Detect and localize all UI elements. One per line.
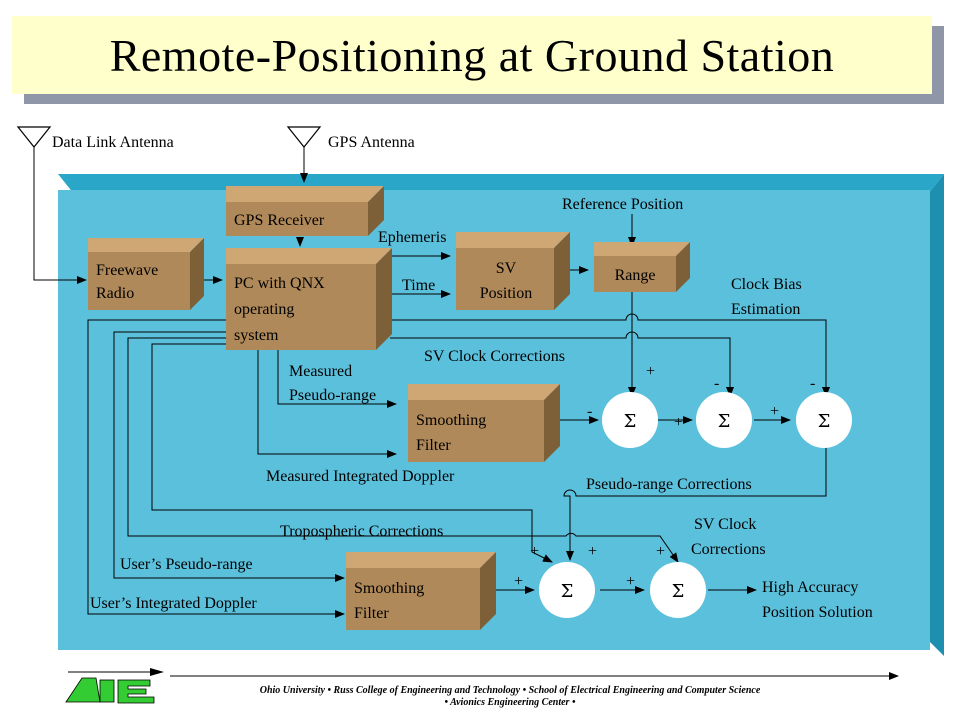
users-pr-line [113, 331, 345, 582]
time-label: Time [402, 277, 435, 294]
plus-sign: + [530, 543, 539, 560]
summing-junction-1: Σ [602, 392, 658, 448]
pr-corrections-line [563, 444, 827, 561]
freewave-label-2: Radio [96, 285, 134, 302]
connectors [33, 147, 830, 618]
clock-bias-label-2: Estimation [731, 301, 800, 318]
measured-doppler-line [257, 350, 397, 458]
panel-right-bevel [928, 174, 944, 656]
clock-bias-line [390, 313, 830, 397]
sv-clock2-label-1: SV Clock [694, 516, 756, 533]
footer: Ohio University • Russ College of Engine… [170, 685, 850, 709]
plus-sign: + [588, 543, 597, 560]
sv-clock-corrections-label: SV Clock Corrections [424, 348, 565, 365]
minus-sign: - [810, 375, 815, 392]
sv-position-label-1: SV [496, 260, 517, 277]
smoothing-2-label-2: Filter [354, 605, 389, 622]
plus-sign: + [674, 414, 683, 431]
sv-clock2-line [127, 337, 679, 563]
smoothing-1-label-2: Filter [416, 437, 451, 454]
pc-label-1: PC with QNX [234, 275, 325, 292]
footer-line-1: Ohio University • Russ College of Engine… [259, 685, 761, 696]
freewave-radio-block: Freewave Radio [88, 238, 204, 310]
pc-qnx-block: PC with QNX operating system [226, 248, 392, 350]
range-block: Range [594, 242, 690, 292]
plus-sign: + [626, 573, 635, 590]
users-doppler-label: User’s Integrated Doppler [90, 595, 257, 612]
sv-clock-line [390, 331, 734, 397]
reference-position-label: Reference Position [562, 196, 683, 213]
high-accuracy-label-1: High Accuracy [762, 579, 858, 596]
sv-position-label-2: Position [480, 285, 532, 302]
plus-sign: + [514, 573, 523, 590]
plus-sign: + [770, 403, 779, 420]
high-accuracy-label-2: Position Solution [762, 604, 873, 621]
title-banner: Remote-Positioning at Ground Station [12, 16, 932, 94]
summing-junction-3: Σ [796, 392, 852, 448]
plus-sign: + [656, 543, 665, 560]
measured-pr-line [277, 350, 397, 408]
gps-antenna-label: GPS Antenna [328, 134, 415, 151]
tropospheric-label: Tropospheric Corrections [280, 523, 443, 540]
summing-junction-2: Σ [696, 392, 752, 448]
minus-sign: - [587, 403, 592, 420]
plus-sign: + [646, 363, 655, 380]
sv-clock2-label-2: Corrections [691, 541, 766, 558]
sigma-4-icon: Σ [561, 581, 574, 602]
footer-line-2: • Avionics Engineering Center • [444, 697, 576, 708]
measured-pr-label-1: Measured [289, 363, 352, 380]
freewave-label-1: Freewave [96, 262, 158, 279]
smoothing-1-label-1: Smoothing [416, 412, 486, 429]
data-link-antenna-label: Data Link Antenna [52, 134, 174, 151]
avionics-logo-icon [64, 668, 166, 708]
gps-receiver-block: GPS Receiver [226, 186, 384, 236]
ephemeris-label: Ephemeris [378, 229, 446, 246]
sigma-2-icon: Σ [718, 411, 731, 432]
smoothing-filter-1-block: Smoothing Filter [408, 384, 560, 462]
smoothing-2-label-1: Smoothing [354, 580, 424, 597]
gps-antenna-icon [286, 126, 322, 148]
tropospheric-line [151, 343, 553, 563]
users-pr-label: User’s Pseudo-range [120, 556, 253, 573]
minus-sign: - [714, 375, 719, 392]
data-link-antenna-icon [16, 126, 52, 148]
antenna-to-radio-line [33, 147, 87, 284]
smoothing-filter-2-block: Smoothing Filter [346, 552, 496, 630]
summing-junction-4: Σ [539, 562, 595, 618]
pc-label-3: system [234, 327, 279, 344]
sigma-1-icon: Σ [624, 411, 637, 432]
range-label: Range [615, 267, 656, 284]
sigma-5-icon: Σ [672, 581, 685, 602]
gps-receiver-label: GPS Receiver [234, 212, 325, 229]
measured-pr-label-2: Pseudo-range [289, 387, 376, 404]
pr-corrections-label: Pseudo-range Corrections [586, 476, 752, 493]
page-title: Remote-Positioning at Ground Station [109, 29, 835, 81]
measured-doppler-label: Measured Integrated Doppler [266, 468, 455, 485]
clock-bias-label-1: Clock Bias [731, 276, 802, 293]
pc-label-2: operating [234, 301, 294, 318]
summing-junction-5: Σ [650, 562, 706, 618]
sv-position-block: SV Position [456, 232, 570, 310]
users-doppler-line [87, 319, 345, 618]
sigma-3-icon: Σ [818, 411, 831, 432]
